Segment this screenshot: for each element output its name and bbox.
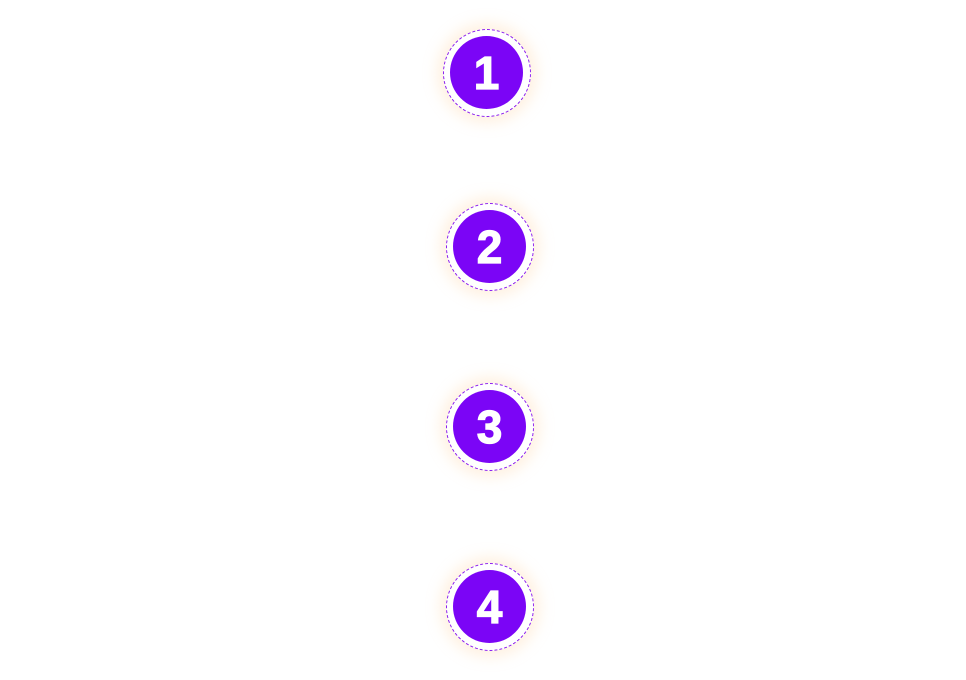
step-1-disc: 1 xyxy=(450,36,523,109)
step-2-disc: 2 xyxy=(453,210,526,283)
step-1-number: 1 xyxy=(473,47,500,99)
step-1-badge[interactable]: 1 xyxy=(443,29,531,117)
step-3-disc: 3 xyxy=(453,390,526,463)
step-2-number: 2 xyxy=(476,221,503,273)
step-2-badge[interactable]: 2 xyxy=(446,203,534,291)
step-4-disc: 4 xyxy=(453,570,526,643)
step-4-badge[interactable]: 4 xyxy=(446,563,534,651)
step-3-badge[interactable]: 3 xyxy=(446,383,534,471)
step-4-number: 4 xyxy=(476,581,503,633)
step-3-number: 3 xyxy=(476,401,503,453)
